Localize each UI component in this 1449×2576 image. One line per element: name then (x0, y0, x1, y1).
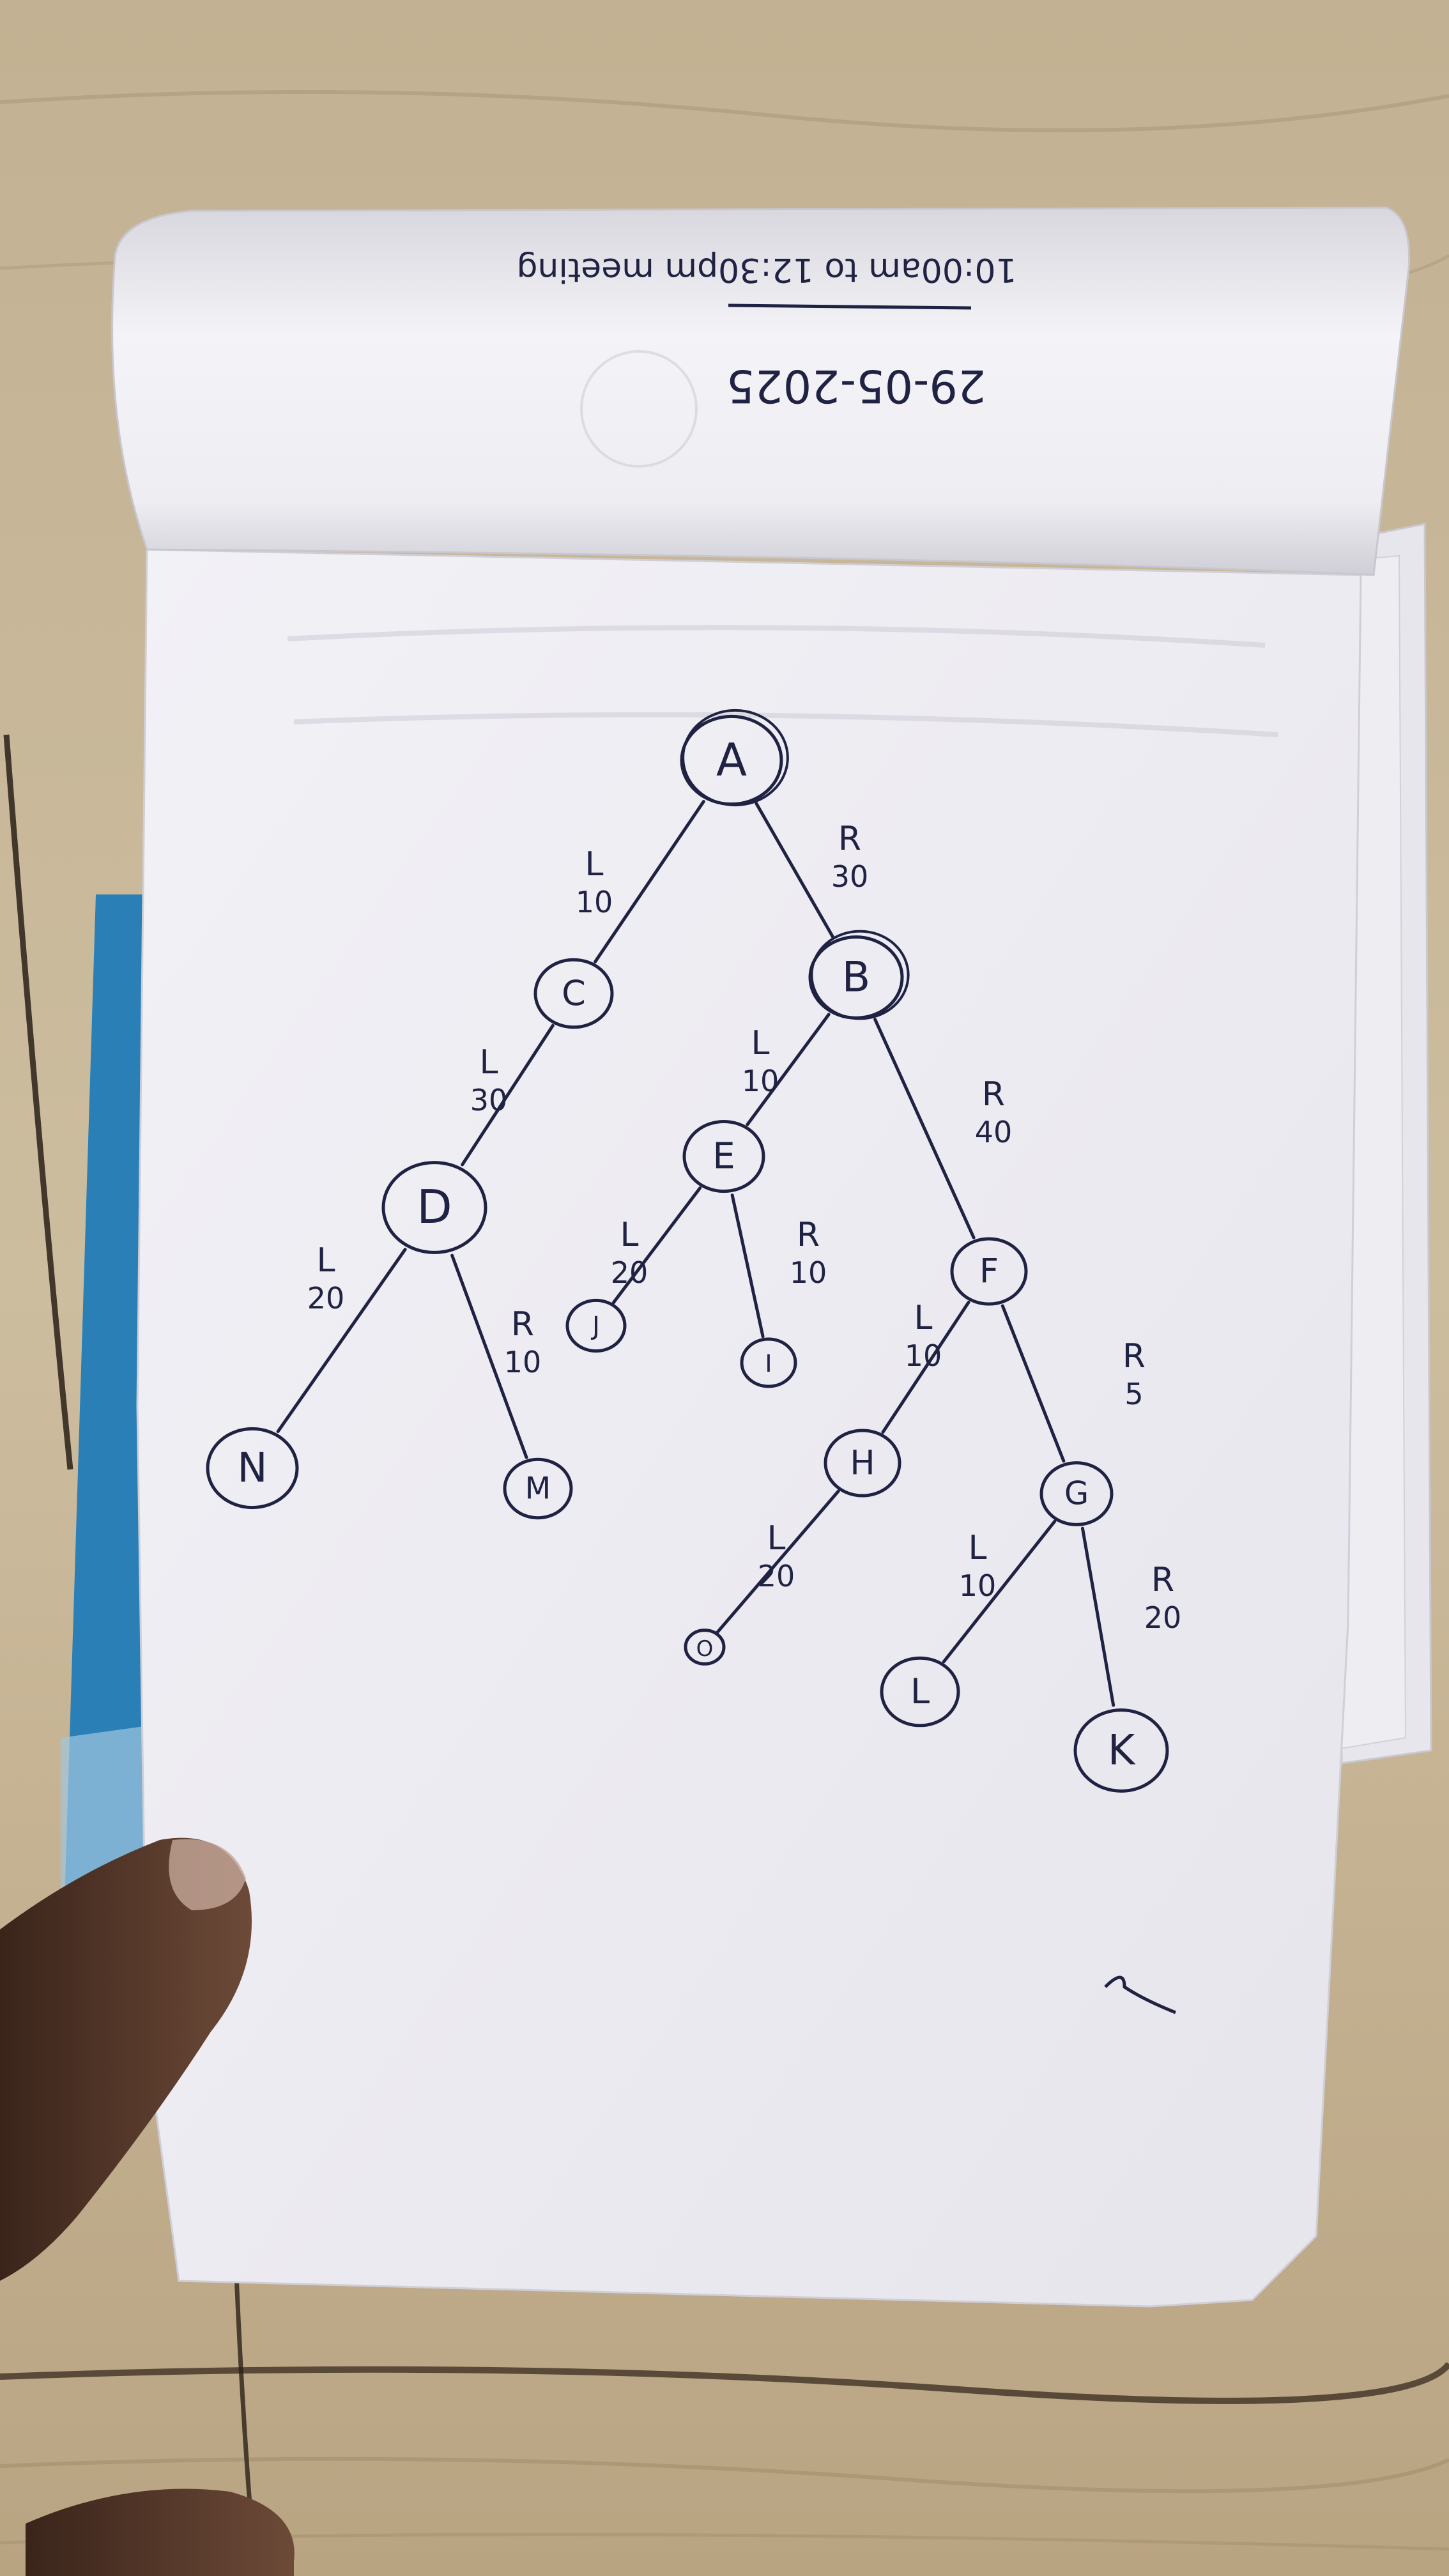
tree-node-label: D (417, 1180, 452, 1234)
edge-weight-label: 10 (576, 885, 613, 919)
tree-node-l (880, 1656, 960, 1728)
edge-side-label: L (317, 1241, 335, 1280)
tree-edge (450, 1254, 528, 1459)
tree-edge (1000, 1304, 1066, 1463)
edge-weight-label: 30 (470, 1083, 508, 1117)
edge-weight-label: 10 (959, 1568, 997, 1603)
tree-edge (746, 1013, 831, 1126)
tree-node-outline (810, 930, 910, 1020)
tree-node-outline (682, 709, 789, 807)
edge-weight-label: 10 (790, 1255, 827, 1290)
tree-edge (276, 1248, 407, 1434)
tree-node-label: E (712, 1136, 735, 1177)
tree-edge (1080, 1526, 1116, 1707)
edge-side-label: L (969, 1529, 987, 1567)
tree-node-f (950, 1237, 1028, 1306)
tree-node-i (740, 1337, 797, 1388)
tree-edge (461, 1023, 555, 1167)
edge-side-label: R (511, 1305, 534, 1344)
tree-node-label: H (850, 1444, 875, 1482)
edge-side-label: L (480, 1043, 498, 1082)
edge-side-label: R (1151, 1561, 1174, 1599)
tree-edge (942, 1519, 1057, 1664)
edge-side-label: L (767, 1519, 786, 1558)
edge-weight-label: 10 (905, 1338, 942, 1373)
header-date: 29-05-2025 (726, 360, 986, 412)
tree-node-label: G (1064, 1475, 1089, 1512)
edge-weight-label: 20 (1144, 1600, 1182, 1635)
edge-side-label: L (585, 845, 604, 884)
notebook-cover (64, 894, 153, 1923)
tree-edge (873, 1018, 976, 1239)
tree-node-d (381, 1161, 487, 1254)
tree-node-label: B (842, 954, 870, 1002)
tree-node-label: M (525, 1472, 551, 1506)
edge-side-label: L (751, 1024, 770, 1062)
edge-weight-label: 20 (307, 1281, 345, 1315)
rolled-page: 29-05-2025 10:00am to 12:30pm meeting (111, 206, 1411, 576)
edge-weight-label: 20 (611, 1255, 648, 1290)
edge-side-label: R (797, 1216, 820, 1254)
tree-edge (611, 1186, 702, 1305)
tree-node-n (206, 1427, 299, 1510)
edge-side-label: L (914, 1299, 933, 1337)
tree-node-label: J (590, 1310, 600, 1341)
tree-node-label: A (716, 733, 747, 786)
hand (0, 1837, 295, 2576)
tree-node-c (533, 958, 614, 1029)
header-time: 10:00am to 12:30pm meeting (516, 250, 1016, 289)
tree-node-label: N (237, 1445, 267, 1491)
edge-side-label: R (982, 1075, 1005, 1114)
tree-node-e (682, 1119, 765, 1193)
tree-edge (594, 800, 705, 963)
edge-weight-label: 5 (1124, 1377, 1143, 1411)
tree-edge (881, 1300, 970, 1434)
tree-node-label: C (562, 973, 586, 1013)
tree-node-o (684, 1629, 726, 1666)
edge-weight-label: 30 (831, 859, 869, 894)
tree-node-k (1073, 1708, 1169, 1793)
edge-weight-label: 40 (975, 1115, 1013, 1149)
tree-node-label: I (765, 1349, 772, 1377)
tree-node-label: K (1108, 1727, 1136, 1775)
tree-edge (730, 1193, 765, 1338)
edge-weight-label: 10 (742, 1064, 779, 1098)
tree-node-h (824, 1429, 901, 1498)
edge-weight-label: 10 (504, 1345, 542, 1379)
tree-node-g (1039, 1461, 1114, 1526)
edge-weight-label: 20 (758, 1559, 795, 1593)
tree-node-label: L (910, 1671, 930, 1712)
tree-edge (755, 802, 835, 940)
edge-side-label: R (838, 820, 861, 858)
notebook-page (136, 548, 1362, 2308)
tree-node-label: F (979, 1252, 999, 1291)
tree-edge (716, 1489, 840, 1634)
edge-side-label: L (620, 1216, 639, 1254)
edge-side-label: R (1123, 1337, 1146, 1376)
tree-node-label: O (696, 1636, 714, 1662)
tree-node-m (503, 1457, 573, 1520)
tree-node-j (565, 1298, 627, 1353)
